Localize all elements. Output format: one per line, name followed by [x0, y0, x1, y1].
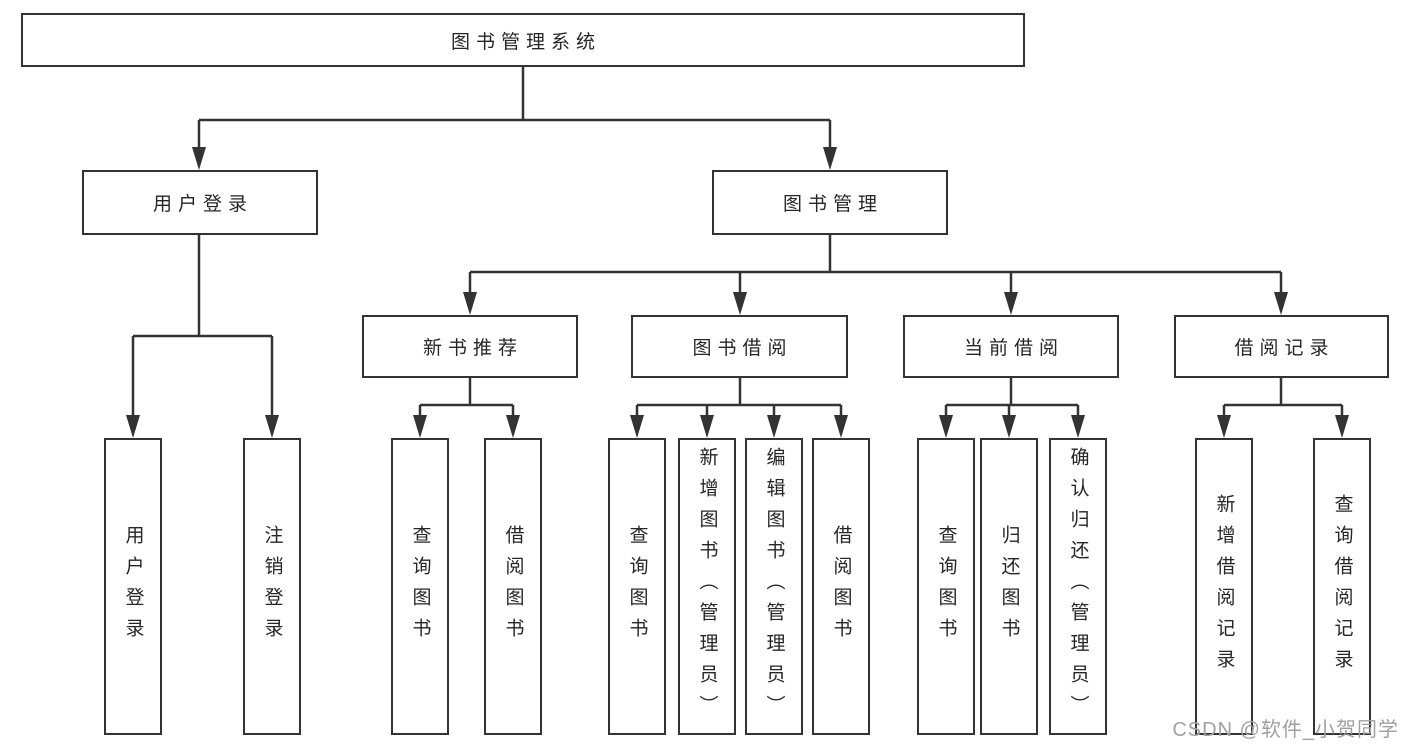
- leaf-return-books: 归还图书: [980, 438, 1038, 735]
- leaf-query-books-borrowing: 查询图书: [608, 438, 666, 735]
- arrowhead-icon: [700, 415, 714, 438]
- leaf-user-login: 用户登录: [104, 438, 162, 735]
- arrowheads: [126, 147, 1349, 438]
- node-book-borrowing: 图书借阅: [631, 315, 848, 378]
- node-label: 编辑图书（管理员）: [763, 447, 785, 726]
- leaf-query-books-recommend: 查询图书: [391, 438, 449, 735]
- node-label: 注销登录: [261, 524, 283, 649]
- edge-user-login-branch: [131, 235, 274, 418]
- node-label: 新书推荐: [422, 338, 523, 359]
- node-label: 当前借阅: [963, 338, 1064, 359]
- node-label: 借阅记录: [1234, 338, 1335, 359]
- edge-current-borrow-branch: [944, 378, 1080, 418]
- arrowhead-icon: [1004, 292, 1018, 315]
- node-label: 查询图书: [935, 524, 957, 649]
- edge-level3-rail: [468, 270, 1283, 295]
- arrowhead-icon: [1217, 415, 1231, 438]
- arrowhead-icon: [1335, 415, 1349, 438]
- leaf-borrow-books-borrowing: 借阅图书: [812, 438, 870, 735]
- node-user-login: 用户登录: [82, 170, 318, 235]
- leaf-add-book-admin: 新增图书（管理员）: [678, 438, 736, 735]
- arrowhead-icon: [1274, 292, 1288, 315]
- leaf-query-borrow-record: 查询借阅记录: [1313, 438, 1371, 735]
- leaf-add-borrow-record: 新增借阅记录: [1195, 438, 1253, 735]
- leaf-edit-book-admin: 编辑图书（管理员）: [745, 438, 803, 735]
- arrowhead-icon: [413, 415, 427, 438]
- node-label: 图书借阅: [692, 338, 793, 359]
- arrowhead-icon: [733, 292, 747, 315]
- edge-new-book-branch: [418, 378, 515, 418]
- node-label: 图书管理: [782, 194, 883, 215]
- node-label: 用户登录: [152, 194, 253, 215]
- arrowhead-icon: [939, 415, 953, 438]
- node-label: 图书管理系统: [450, 31, 601, 53]
- node-new-book-recommendation: 新书推荐: [362, 315, 578, 378]
- edge-book-borrow-branch: [635, 378, 843, 418]
- edge-borrow-record-branch: [1222, 378, 1344, 418]
- arrowhead-icon: [463, 292, 477, 315]
- arrowhead-icon: [265, 415, 279, 438]
- node-label: 用户登录: [122, 524, 144, 649]
- node-label: 查询借阅记录: [1331, 493, 1353, 680]
- arrowhead-icon: [767, 415, 781, 438]
- node-label: 新增图书（管理员）: [696, 447, 718, 726]
- arrowhead-icon: [1002, 415, 1016, 438]
- edge-level2-rail: [197, 118, 832, 150]
- node-root-library-management-system: 图书管理系统: [21, 13, 1025, 67]
- leaf-confirm-return-admin: 确认归还（管理员）: [1049, 438, 1107, 735]
- node-label: 确认归还（管理员）: [1067, 447, 1089, 726]
- node-book-management: 图书管理: [712, 170, 948, 235]
- leaf-logout: 注销登录: [243, 438, 301, 735]
- arrowhead-icon: [126, 415, 140, 438]
- node-label: 新增借阅记录: [1213, 493, 1235, 680]
- arrowhead-icon: [630, 415, 644, 438]
- node-current-borrowing: 当前借阅: [903, 315, 1119, 378]
- leaf-query-books-current: 查询图书: [917, 438, 975, 735]
- arrowhead-icon: [1071, 415, 1085, 438]
- node-label: 借阅图书: [502, 524, 524, 649]
- node-label: 归还图书: [998, 524, 1020, 649]
- arrowhead-icon: [506, 415, 520, 438]
- node-label: 查询图书: [409, 524, 431, 649]
- arrowhead-icon: [823, 147, 837, 170]
- arrowhead-icon: [834, 415, 848, 438]
- arrowhead-icon: [192, 147, 206, 170]
- node-borrowing-records: 借阅记录: [1174, 315, 1389, 378]
- leaf-borrow-books-recommend: 借阅图书: [484, 438, 542, 735]
- node-label: 借阅图书: [830, 524, 852, 649]
- node-label: 查询图书: [626, 524, 648, 649]
